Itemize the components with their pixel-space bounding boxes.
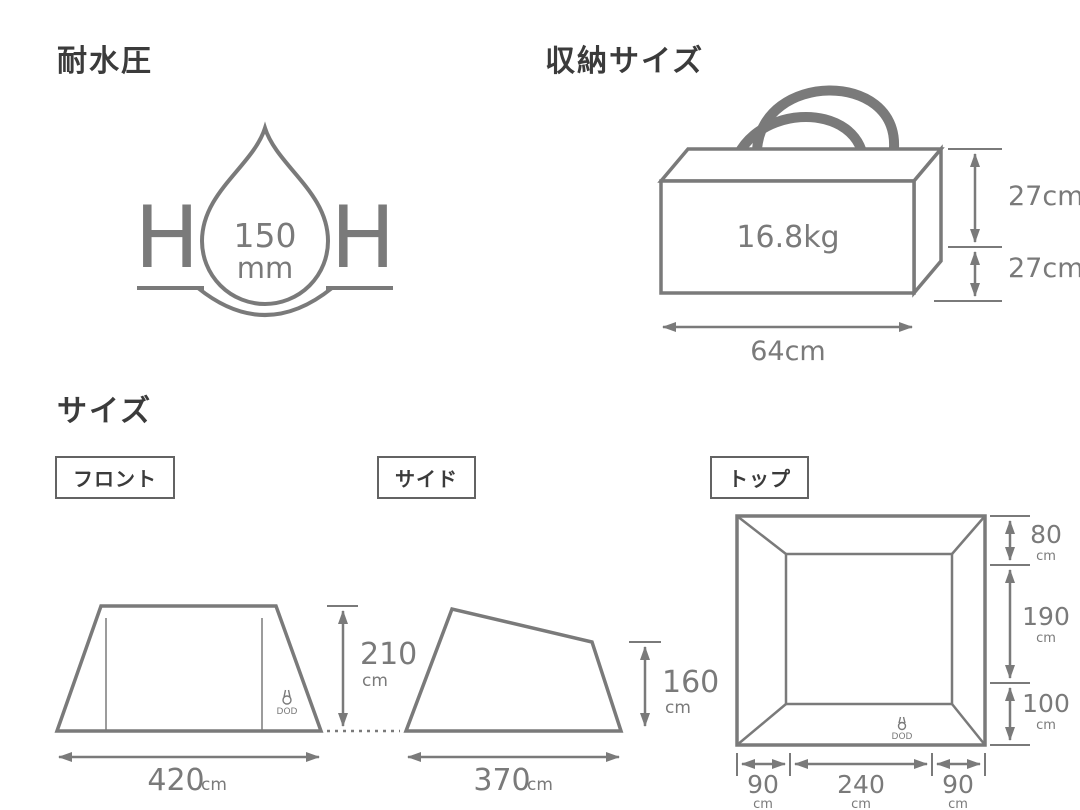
top-dim-right-0-unit: cm <box>1036 549 1056 564</box>
side-height-unit: cm <box>665 698 691 718</box>
top-dim-right-2-unit: cm <box>1036 718 1056 733</box>
top-dim-bottom-2-unit: cm <box>948 797 968 810</box>
h-letter-right: H <box>331 188 396 288</box>
storage-dim-top: 27cm <box>1008 181 1080 212</box>
bag-top-face <box>657 147 945 183</box>
top-diagonal-tl <box>736 515 787 555</box>
svg-text:DOD: DOD <box>277 707 298 717</box>
top-dim-bottom-0: 90 <box>747 770 779 799</box>
side-width: 370 <box>473 763 530 798</box>
dod-logo-front: DOD <box>277 689 298 717</box>
storage-dim-width: 64cm <box>750 336 826 367</box>
top-diagonal-br <box>951 703 986 746</box>
bag-weight: 16.8kg <box>736 220 839 255</box>
side-height: 160 <box>662 665 719 700</box>
bag-front-face <box>659 179 916 295</box>
water-value: 150 <box>234 216 297 255</box>
side-outline <box>403 606 624 733</box>
storage-bag-diagram: 16.8kg 27cm 27cm 64cm <box>657 85 1080 367</box>
storage-dim-bottom: 27cm <box>1008 253 1080 284</box>
front-height: 210 <box>360 637 417 672</box>
front-view-tag: フロント <box>55 456 175 499</box>
front-height-unit: cm <box>362 671 388 691</box>
top-dim-right-1-unit: cm <box>1036 631 1056 646</box>
side-view-diagram: 160 cm 370 cm <box>403 606 719 798</box>
top-view-tag: トップ <box>710 456 809 499</box>
top-dim-right-1: 190 <box>1022 602 1070 631</box>
top-inner-rect <box>784 552 954 706</box>
water-unit: mm <box>237 251 294 285</box>
top-diagonal-bl <box>736 703 787 746</box>
top-view-diagram: DOD 80 cm 190 cm 100 cm 90 cm <box>735 514 1070 810</box>
top-outer-rect <box>735 514 987 747</box>
top-diagonal-tr <box>951 515 986 555</box>
side-width-unit: cm <box>527 775 553 795</box>
front-width: 420 <box>147 763 204 798</box>
front-view-diagram: DOD 210 cm 420 cm <box>54 604 417 798</box>
water-surface-curve <box>196 286 334 317</box>
top-dim-right-0: 80 <box>1030 520 1062 549</box>
water-drop-diagram: H H 150 mm <box>135 121 396 317</box>
front-width-unit: cm <box>201 775 227 795</box>
water-drop-icon <box>199 121 331 306</box>
water-resistance-title: 耐水圧 <box>57 44 153 79</box>
front-outline <box>54 604 324 733</box>
dod-logo-top: DOD <box>892 716 913 742</box>
svg-text:DOD: DOD <box>892 732 913 742</box>
storage-size-title: 収納サイズ <box>545 44 705 79</box>
top-dim-bottom-2: 90 <box>942 770 974 799</box>
size-title: サイズ <box>57 394 153 429</box>
top-dim-bottom-1-unit: cm <box>851 797 871 810</box>
top-dim-bottom-0-unit: cm <box>753 797 773 810</box>
side-view-tag: サイド <box>377 456 476 499</box>
top-dim-bottom-1: 240 <box>837 770 885 799</box>
h-letter-left: H <box>135 188 200 288</box>
top-dim-right-2: 100 <box>1022 689 1070 718</box>
